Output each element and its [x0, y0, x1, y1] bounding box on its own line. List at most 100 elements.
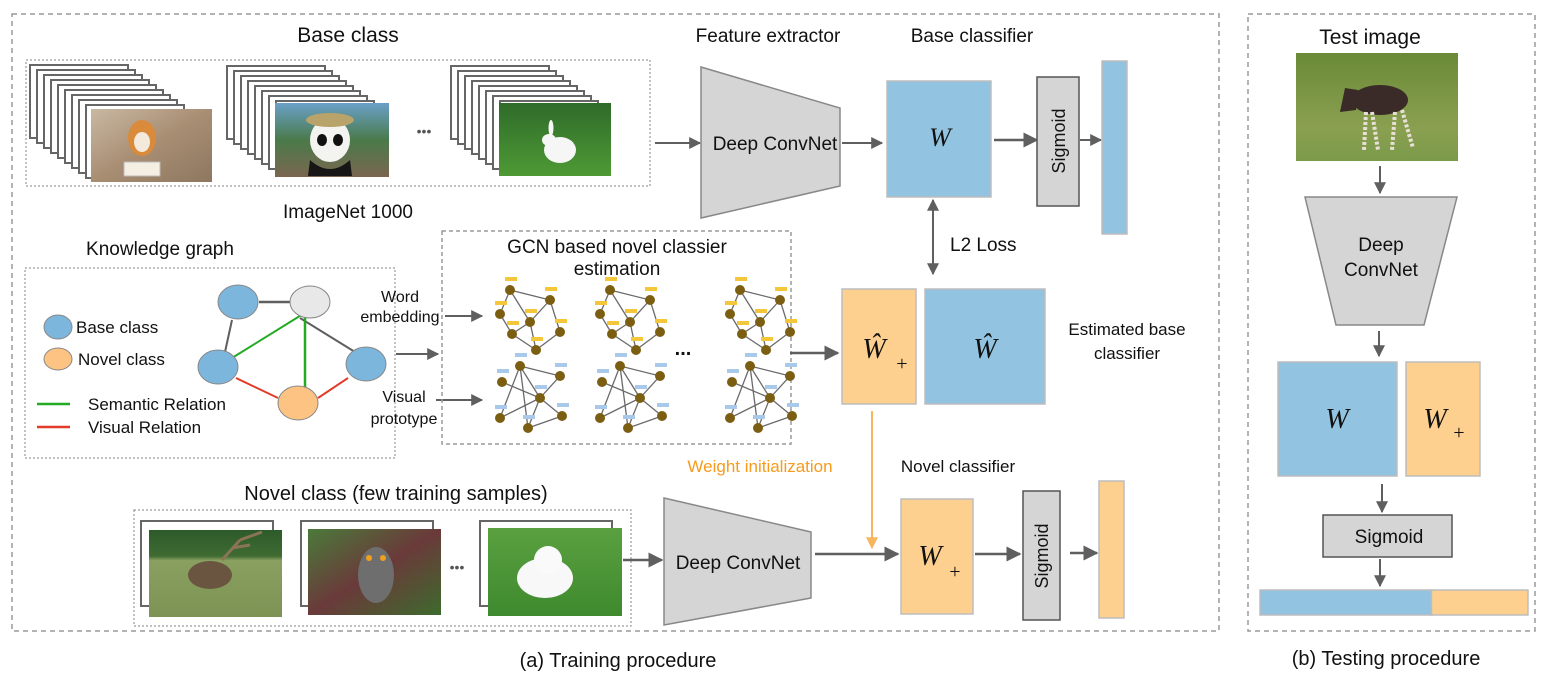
gcn-node [635, 393, 645, 403]
okapi-head [1340, 88, 1358, 112]
gcn-edge [731, 381, 771, 399]
novel-classifier-title: Novel classifier [901, 457, 1016, 476]
gcn-edge [779, 299, 791, 333]
legend-novel-class-swatch [43, 347, 73, 371]
test-wplus-symbol: W [1423, 404, 1449, 435]
novel-classifier-wplus [900, 498, 974, 615]
gcn-tag [735, 277, 747, 281]
gcn-edge [549, 299, 561, 333]
gcn-mini-graph [495, 353, 569, 433]
gcn-tag [755, 309, 767, 313]
panda-hat [306, 113, 354, 127]
novel-w-symbol: W [918, 541, 944, 572]
gcn-mini-graph [495, 277, 567, 355]
training-caption: (a) Training procedure [520, 650, 717, 672]
estimated-base-symbol: Ŵ [973, 334, 999, 365]
kg-edge-semantic [231, 313, 304, 359]
gcn-node [595, 309, 605, 319]
base-class-title: Base class [297, 24, 399, 47]
panda-eye [317, 134, 327, 146]
training-panel-border [11, 13, 1220, 632]
gcn-tag [615, 353, 627, 357]
gcn-tag [531, 337, 543, 341]
gcn-edge [519, 365, 541, 399]
gcn-tag [655, 363, 667, 367]
gcn-node [655, 371, 665, 381]
kg-node-base [217, 284, 259, 320]
gcn-tag [555, 363, 567, 367]
gcn-tag [787, 403, 799, 407]
gcn-ellipsis: ... [675, 338, 692, 360]
gcn-title: GCN based novel classier [507, 237, 727, 258]
gcn-tag [505, 277, 517, 281]
gcn-node [655, 327, 665, 337]
gcn-edge [501, 381, 541, 399]
legend-base-class-swatch [43, 314, 73, 340]
kg-edge-visual [235, 377, 279, 399]
gcn-mini-graph [725, 353, 799, 433]
gcn-edge [749, 365, 791, 377]
owl-eye [366, 555, 372, 561]
gcn-node [515, 361, 525, 371]
estimated-novel-classifier [841, 288, 917, 405]
gcn-node [657, 411, 667, 421]
legend-semantic-label: Semantic Relation [88, 395, 226, 414]
gcn-tag [657, 403, 669, 407]
gcn-edge [649, 299, 661, 333]
gcn-tag [785, 363, 797, 367]
gcn-node [523, 423, 533, 433]
deer-body [188, 561, 232, 589]
estimated-novel-symbol: Ŵ [862, 334, 888, 365]
kg-node-base [345, 346, 387, 382]
deer-antlers [220, 530, 263, 562]
gcn-node [623, 423, 633, 433]
kg-node-unknown [289, 285, 331, 319]
test-sigmoid-label: Sigmoid [1355, 527, 1424, 548]
kg-node-novel [277, 385, 319, 421]
estimated-novel-subscript: + [895, 353, 909, 375]
gcn-tag [607, 321, 619, 325]
gcn-node [507, 329, 517, 339]
gcn-tag [495, 405, 507, 409]
gcn-tag [761, 337, 773, 341]
gcn-tag [655, 319, 667, 323]
kg-edge [224, 319, 233, 353]
gcn-tag [631, 337, 643, 341]
gcn-edge [757, 415, 793, 429]
rabbit-ear [548, 120, 554, 136]
gcn-mini-graph [595, 277, 667, 355]
gcn-edge [509, 289, 531, 323]
gcn-node [761, 345, 771, 355]
novel-sigmoid-label: Sigmoid [1032, 523, 1052, 588]
gcn-tag [745, 353, 757, 357]
gcn-tag [645, 287, 657, 291]
gcn-tag [725, 405, 737, 409]
rabbit-head [542, 134, 556, 146]
estimated-base-label-2: classifier [1094, 344, 1160, 363]
gcn-node [605, 285, 615, 295]
base-classifier-title: Base classifier [911, 26, 1034, 47]
test-feature-extractor [1304, 196, 1458, 326]
gcn-node [497, 377, 507, 387]
l2-loss-label: L2 Loss [950, 235, 1017, 256]
gcn-tag [535, 385, 547, 389]
gcn-edge [509, 289, 551, 301]
gcn-edge [627, 415, 663, 429]
test-extractor-label-2: ConvNet [1344, 260, 1419, 281]
gcn-tag [497, 369, 509, 373]
gcn-edge [499, 397, 541, 419]
kg-edge-visual [317, 377, 349, 399]
gcn-tag [595, 405, 607, 409]
gcn-edge [749, 365, 771, 399]
gcn-tag [737, 321, 749, 325]
gcn-node [787, 411, 797, 421]
gcn-node [505, 285, 515, 295]
owl-body [358, 547, 394, 603]
gcn-tag [775, 287, 787, 291]
okapi-body [1352, 85, 1408, 115]
gcn-node [495, 413, 505, 423]
gcn-tag [523, 415, 535, 419]
test-extractor-label: Deep [1358, 235, 1403, 256]
gcn-title-2: estimation [574, 259, 661, 280]
visual-prototype-label-2: prototype [371, 411, 438, 428]
